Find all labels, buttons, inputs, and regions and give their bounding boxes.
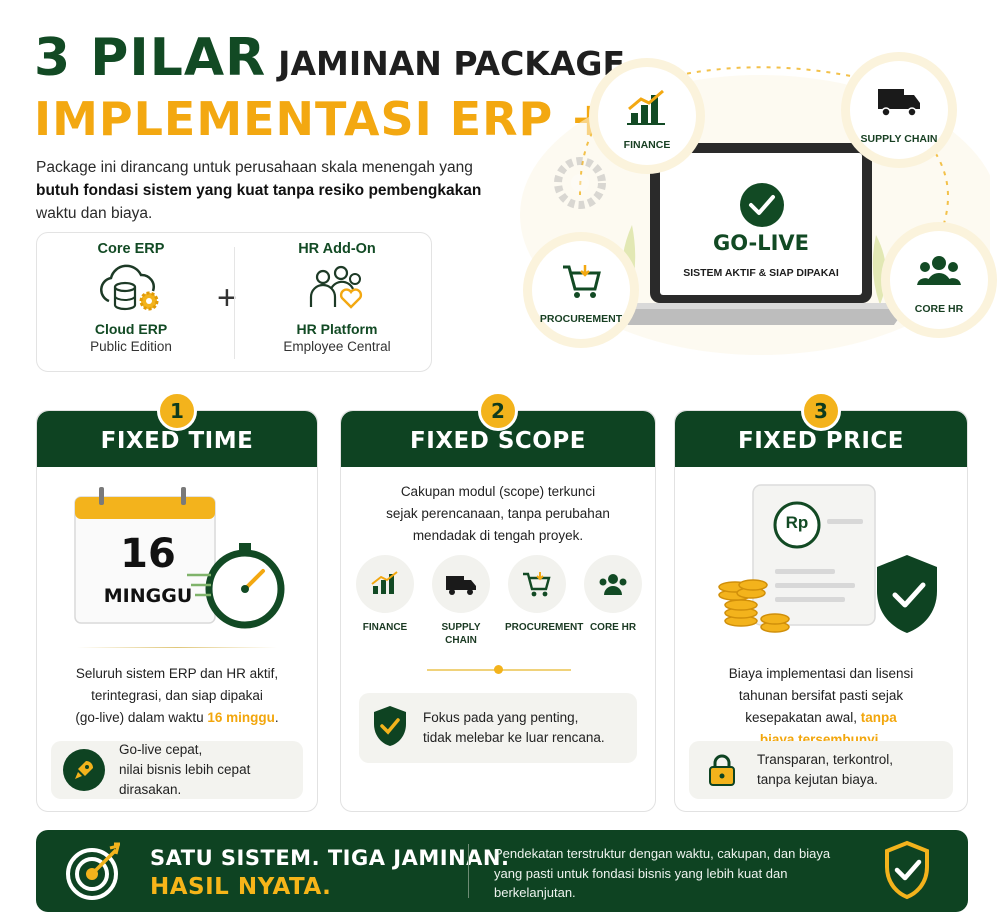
gear-decoration-icon [554, 157, 606, 209]
module-supply-chain: SUPPLY CHAIN [429, 555, 493, 647]
core-erp-sub: Public Edition [90, 339, 172, 354]
intro-text-bold: butuh fondasi sistem yang kuat tanpa res… [36, 182, 482, 199]
module-label: FINANCE [362, 622, 408, 633]
card-footer: Go-live cepat,nilai bisnis lebih cepat d… [51, 741, 303, 799]
calendar-stopwatch-icon [74, 487, 285, 629]
go-live-title: GO-LIVE [713, 231, 809, 255]
intro-paragraph: Package ini dirancang untuk perusahaan s… [36, 156, 506, 225]
module-finance: FINANCE [353, 555, 417, 634]
card-title: FIXED SCOPE [341, 411, 655, 467]
page-title: 3 PILAR JAMINAN PACKAGE [34, 28, 625, 88]
card-number-badge: 2 [478, 391, 518, 431]
intro-text-1: Package ini dirancang untuk perusahaan s… [36, 159, 473, 176]
team-icon [917, 256, 961, 285]
intro-text-2: waktu dan biaya. [36, 205, 153, 222]
card-text-line: (go-live) dalam waktu [75, 710, 208, 725]
card-footer-text: Fokus pada yang penting,tidak melebar ke… [423, 710, 605, 745]
bar-chart-icon [627, 89, 665, 125]
banner-separator [468, 844, 469, 898]
hr-addon-name: HR Platform [296, 321, 378, 337]
hero-node-core-hr-label: CORE HR [914, 303, 964, 315]
banner-headline: SATU SISTEM. TIGA JAMINAN. [150, 846, 510, 870]
core-erp-name: Cloud ERP [94, 321, 168, 337]
card-text-line: Cakupan modul (scope) terkunci [400, 484, 596, 499]
hero-node-finance: FINANCE [598, 67, 696, 165]
team-icon [599, 574, 627, 595]
card-description: Cakupan modul (scope) terkunci sejak per… [341, 481, 655, 547]
hr-addon-title: HR Add-On [298, 241, 376, 257]
invoice-coins-shield-icon [718, 484, 937, 633]
core-erp-title: Core ERP [97, 241, 165, 257]
card-text-line: mendadak di tengah proyek. [412, 528, 584, 543]
card-number-badge: 1 [157, 391, 197, 431]
calendar-unit: MINGGU [103, 585, 193, 607]
module-label: CORE HR [589, 622, 637, 633]
card-footer-text: Transparan, terkontrol,tanpa kejutan bia… [757, 752, 894, 787]
card-fixed-price: 3 FIXED PRICE Rp Biaya implementasi dan … [674, 391, 968, 812]
go-live-subtitle: SISTEM AKTIF & SIAP DIPAKAI [683, 267, 839, 279]
truck-icon [878, 89, 920, 117]
hero-node-core-hr: CORE HR [890, 231, 988, 329]
cart-icon [563, 265, 601, 298]
card-description: Biaya implementasi dan lisensi tahunan b… [675, 663, 967, 751]
package-box: Core ERP Cloud ERP Public Edition + HR A… [36, 232, 432, 372]
card-text-line: sejak perencanaan, tanpa perubahan [386, 506, 610, 521]
bottom-banner: SATU SISTEM. TIGA JAMINAN. HASIL NYATA. … [36, 830, 968, 912]
hero-node-supply-chain-label: SUPPLY CHAIN [860, 133, 938, 145]
title-number: 3 PILAR [34, 28, 267, 88]
core-erp-column: Core ERP Cloud ERP Public Edition [41, 241, 221, 354]
module-procurement: PROCUREMENT [505, 555, 584, 634]
package-divider [234, 247, 235, 359]
currency-label: Rp [785, 513, 809, 532]
card-fixed-scope: 2 FIXED SCOPE Cakupan modul (scope) terk… [340, 391, 656, 812]
hero-node-supply-chain: SUPPLY CHAIN [850, 61, 948, 159]
shield-check-icon [885, 840, 929, 900]
card-footer: Transparan, terkontrol,tanpa kejutan bia… [689, 741, 953, 799]
bar-chart-icon [371, 571, 398, 594]
hr-addon-sub: Employee Central [283, 339, 391, 354]
people-heart-icon [309, 265, 363, 309]
card-highlight: tanpa [860, 710, 897, 725]
card-footer: Fokus pada yang penting,tidak melebar ke… [359, 693, 637, 763]
title-rest: JAMINAN PACKAGE [278, 44, 626, 83]
module-label: SUPPLY CHAIN [441, 622, 481, 646]
module-label: PROCUREMENT [505, 622, 584, 633]
card-number-badge: 3 [801, 391, 841, 431]
hero-node-procurement-label: PROCUREMENT [539, 313, 623, 325]
card-footer-text: Go-live cepat,nilai bisnis lebih cepat d… [119, 742, 251, 797]
plus-sign: + [217, 279, 237, 317]
card-text-line: . [274, 710, 279, 725]
cloud-database-gear-icon [100, 264, 159, 311]
rocket-icon [63, 749, 105, 791]
banner-description: Pendekatan terstruktur dengan waktu, cak… [494, 846, 831, 900]
card-text-line: Seluruh sistem ERP dan HR aktif, [75, 666, 279, 681]
divider-dot [494, 665, 503, 674]
card-divider [77, 647, 277, 648]
card-fixed-time: 1 FIXED TIME 16 MINGGU Seluruh sistem ER… [36, 391, 318, 812]
banner-highlight: HASIL NYATA. [150, 874, 332, 900]
card-text-line: Biaya implementasi dan lisensi [728, 666, 914, 681]
truck-icon [446, 576, 476, 595]
card-description: Seluruh sistem ERP dan HR aktif, terinte… [37, 663, 317, 729]
hero-illustration: GO-LIVE SISTEM AKTIF & SIAP DIPAKAI FINA… [510, 55, 990, 355]
card-highlight: 16 minggu [207, 710, 275, 725]
card-text-line: tahunan bersifat pasti sejak [738, 688, 904, 703]
cart-icon [523, 572, 551, 597]
target-arrow-icon [66, 842, 121, 900]
card-text-line: kesepakatan awal, [745, 710, 861, 725]
hr-addon-column: HR Add-On HR Platform Employee Central [247, 241, 427, 354]
calendar-number: 16 [120, 531, 176, 577]
card-text-line: terintegrasi, dan siap dipakai [91, 688, 263, 703]
padlock-icon [701, 749, 743, 791]
module-core-hr: CORE HR [581, 555, 645, 634]
shield-check-icon [371, 704, 409, 753]
hero-node-procurement: PROCUREMENT [532, 241, 630, 339]
hero-node-finance-label: FINANCE [623, 139, 671, 151]
